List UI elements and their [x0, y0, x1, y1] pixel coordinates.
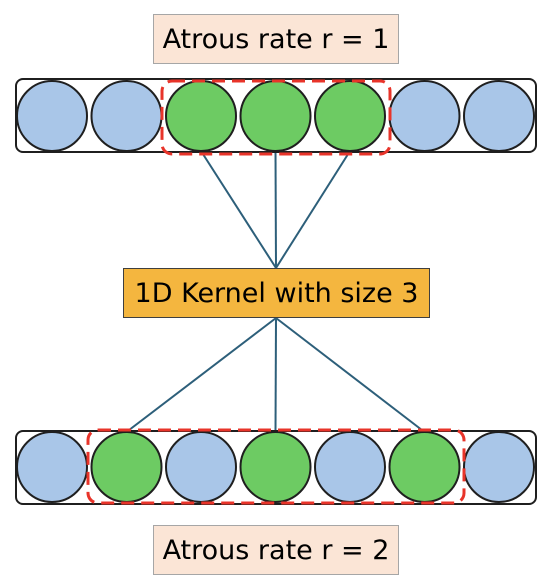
bottom-row-cell-1 [16, 431, 88, 503]
bottom-row-cell-5 [314, 431, 386, 503]
row-bottom-cells [16, 431, 535, 503]
kernel-size-label: 1D Kernel with size 3 [123, 268, 430, 318]
kernel-connectors [125, 150, 426, 433]
bottom-connector-3 [275, 317, 426, 433]
bottom-row-cell-4-sampled [239, 431, 312, 503]
bottom-row-cell-2-sampled [90, 431, 163, 503]
top-row-cell-7 [463, 80, 535, 152]
top-connector-1 [200, 150, 277, 269]
input-row-rate-2 [15, 428, 537, 505]
row-top-frame [15, 78, 537, 153]
bottom-row-cell-3 [165, 431, 237, 503]
input-row-rate-1 [15, 78, 537, 156]
top-row-cell-5-sampled [314, 80, 386, 152]
top-row-cell-1 [16, 80, 88, 152]
bottom-connector-2 [274, 317, 277, 433]
top-row-cell-2 [90, 80, 163, 152]
top-row-cell-6 [388, 80, 461, 152]
atrous-rate-1-label: Atrous rate r = 1 [153, 14, 399, 64]
bottom-row-cell-7 [463, 431, 535, 503]
top-row-cell-4-sampled [239, 80, 312, 152]
atrous-rate-2-label: Atrous rate r = 2 [153, 525, 399, 575]
bottom-row-cell-6-sampled [388, 431, 461, 503]
row-bottom-frame [15, 430, 537, 505]
row-top-cells [16, 80, 535, 152]
top-connector-2 [274, 150, 277, 269]
top-row-cell-3-sampled [165, 80, 237, 152]
receptive-field-highlight-top [160, 79, 392, 156]
top-connector-3 [275, 150, 351, 269]
bottom-connector-1 [125, 317, 277, 433]
